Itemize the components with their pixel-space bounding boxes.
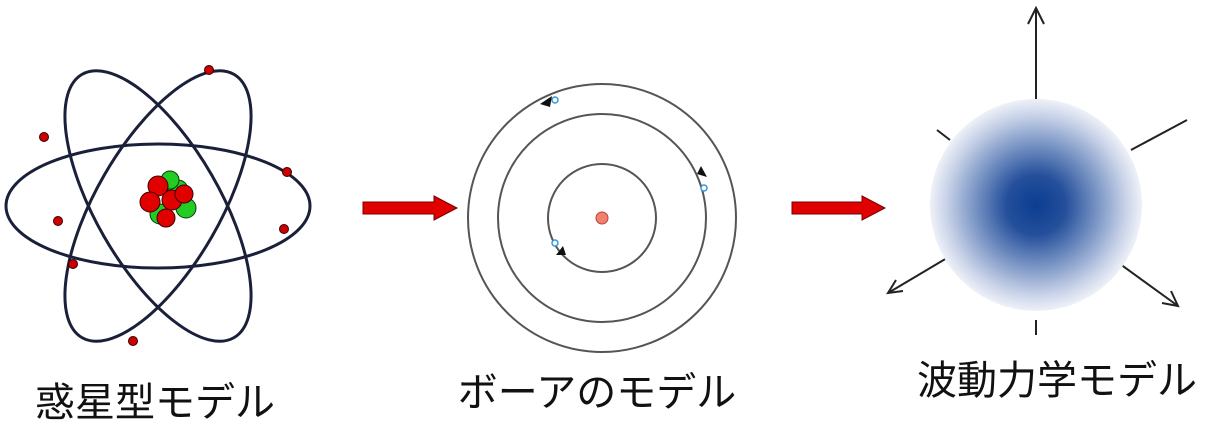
axis-upper-right-stub bbox=[1131, 120, 1187, 150]
electron bbox=[552, 240, 558, 246]
planetary-model bbox=[6, 43, 310, 368]
wave-mechanics-model-label: 波動力学モデル bbox=[917, 361, 1197, 401]
electron bbox=[129, 337, 138, 346]
bohr-model bbox=[468, 84, 736, 352]
direction-arrow-icon bbox=[697, 166, 707, 177]
transition-arrow-1 bbox=[363, 196, 457, 220]
electron bbox=[40, 133, 49, 142]
arrow-shape bbox=[792, 196, 885, 220]
axis-upper-left-stub bbox=[937, 130, 950, 140]
nucleon-proton bbox=[175, 185, 193, 203]
electron bbox=[54, 217, 63, 226]
electron bbox=[283, 168, 292, 177]
arrow-shape bbox=[363, 196, 457, 220]
electron bbox=[552, 97, 558, 103]
electron bbox=[69, 260, 78, 269]
bohr-nucleus bbox=[596, 212, 608, 224]
nucleon-proton bbox=[140, 192, 160, 212]
transition-arrow-2 bbox=[792, 196, 885, 220]
electron bbox=[701, 185, 707, 191]
electron-cloud bbox=[930, 99, 1142, 311]
nucleon-proton bbox=[157, 209, 175, 227]
bohr-model-label: ボーアのモデル bbox=[458, 373, 736, 413]
electron bbox=[280, 225, 289, 234]
electron bbox=[205, 66, 214, 75]
wave-mechanics-model bbox=[888, 8, 1187, 335]
planetary-model-label: 惑星型モデル bbox=[35, 383, 275, 423]
nucleus bbox=[140, 171, 196, 227]
